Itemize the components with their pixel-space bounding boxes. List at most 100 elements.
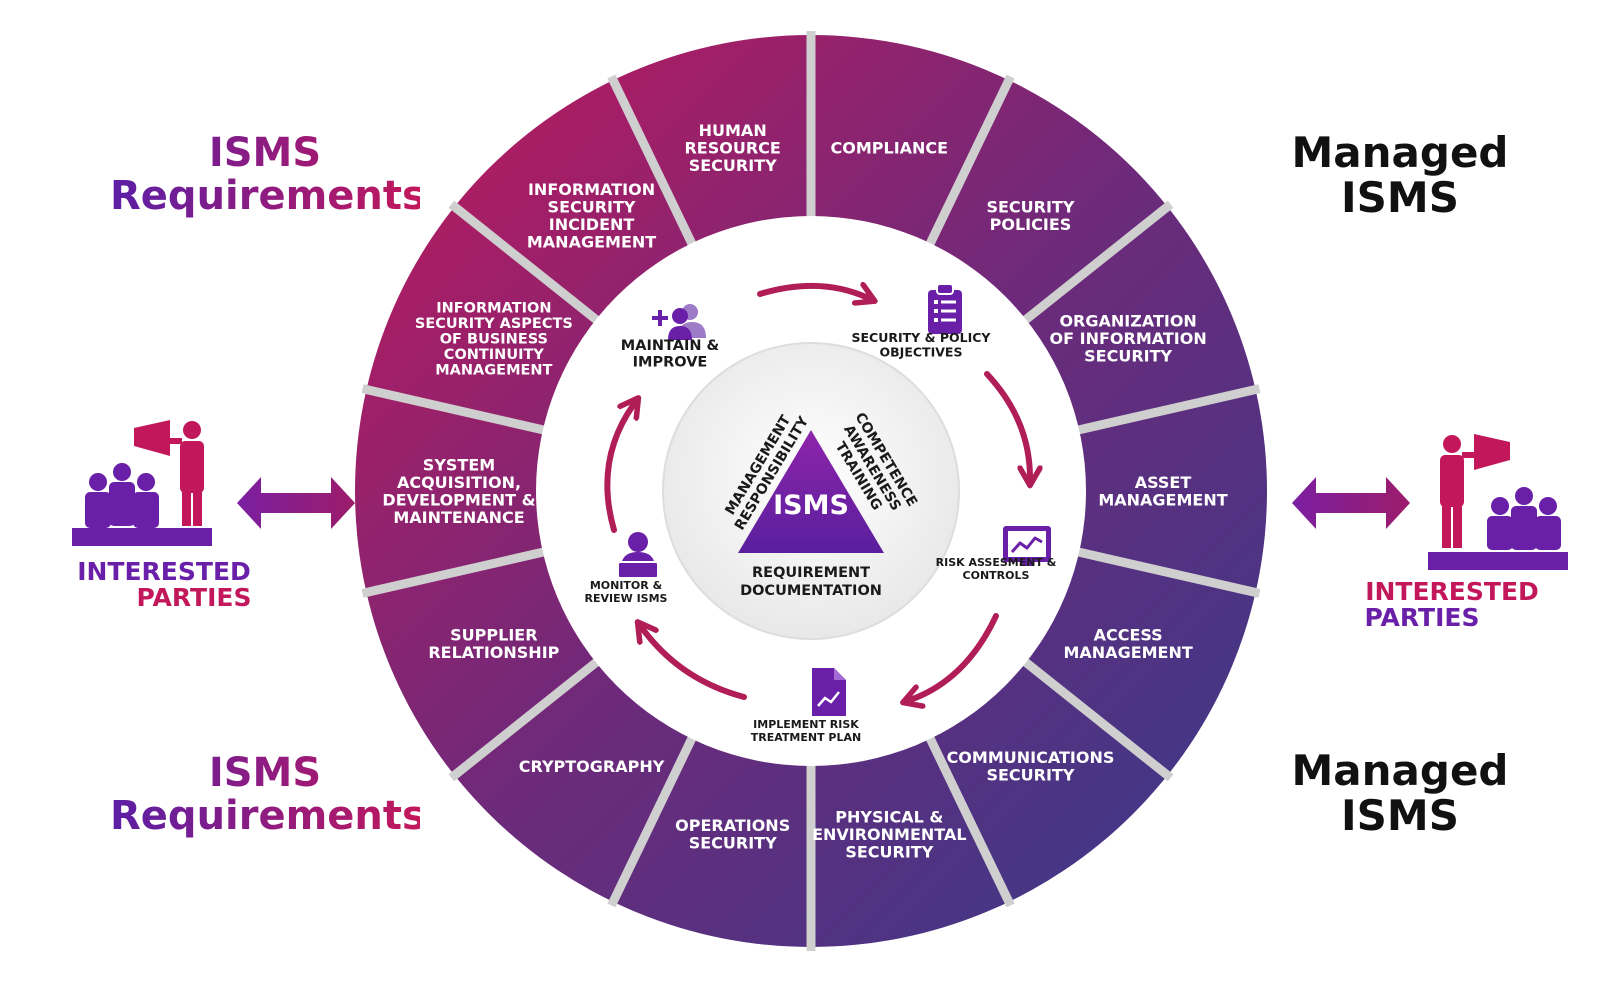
segment-label-line: SECURITY [689, 834, 777, 853]
segment-label-line: INFORMATION [528, 180, 655, 199]
cycle-step-label-line: IMPROVE [633, 355, 708, 371]
segment-label-line: SECURITY [548, 198, 636, 217]
segment-label-line: SYSTEM [423, 455, 495, 474]
segment-label-line: ASSET [1135, 473, 1192, 492]
cycle-step-label-line: SECURITY & POLICY [852, 330, 992, 345]
managed-isms-top-line-2: ISMS [1341, 173, 1459, 223]
segment-label-line: OF BUSINESS [440, 331, 548, 347]
segment-separator [1075, 547, 1261, 598]
segment-separator [1075, 384, 1261, 435]
segment-label-line: ORGANIZATION [1059, 311, 1196, 330]
isms-requirements-top-line-2: Requirements [110, 173, 426, 220]
segment-label-line: ENVIRONMENTAL [812, 825, 966, 844]
interested-parties-right-line-2: PARTIES [1365, 603, 1480, 632]
interested-parties-left-line-2: PARTIES [137, 583, 252, 612]
cycle-step-label-line: REVIEW ISMS [585, 592, 668, 605]
segment-label-line: MANAGEMENT [435, 362, 552, 378]
cycle-step-label-line: IMPLEMENT RISK [753, 718, 859, 731]
segment-label: COMPLIANCE [831, 138, 949, 157]
isms-requirements-bottom-line-2: Requirements [110, 793, 426, 840]
cycle-step-label-line: CONTROLS [963, 569, 1030, 582]
cycle-step-label-line: MONITOR & [590, 579, 663, 592]
segment-separator [448, 657, 602, 782]
interested-parties-right-icon [1428, 434, 1568, 570]
segment-label-line: SECURITY [1084, 346, 1172, 365]
isms-requirements-top: ISMS Requirements [110, 131, 426, 220]
segment-label-line: MANAGEMENT [527, 233, 656, 252]
segment-label-line: OPERATIONS [675, 816, 790, 835]
cycle-arrow-4 [642, 628, 747, 700]
segment-label-line: COMPLIANCE [831, 138, 949, 157]
segment-separator [1020, 200, 1174, 325]
segment-label-line: RELATIONSHIP [428, 643, 559, 662]
segment-label-line: POLICIES [990, 215, 1072, 234]
segment-label-line: OF INFORMATION [1050, 329, 1207, 348]
managed-isms-bottom-line-1: Managed [1291, 746, 1509, 795]
cycle-step-label-line: TREATMENT PLAN [751, 731, 861, 744]
cycle-step-label-line: MAINTAIN & [621, 338, 720, 354]
segment-separators [361, 31, 1261, 951]
segment-label: CRYPTOGRAPHY [519, 757, 665, 776]
managed-isms-top: Managed ISMS [1280, 130, 1520, 221]
isms-requirements-bottom: ISMS Requirements [110, 751, 426, 840]
segment-label-line: SECURITY [986, 766, 1074, 785]
interested-parties-left-icon [72, 420, 212, 546]
cycle-arrow-1 [757, 286, 868, 298]
chart-monitor-icon [1003, 526, 1051, 566]
managed-isms-bottom: Managed ISMS [1280, 748, 1520, 839]
clipboard-checklist-icon [928, 283, 962, 334]
left-double-arrow [237, 477, 355, 529]
segment-separator [448, 200, 602, 325]
interested-parties-right-line-1: INTERESTED [1365, 577, 1539, 606]
add-group-icon [652, 304, 706, 340]
isms-requirements-top-line-1: ISMS [110, 131, 420, 175]
cycle-step-label: MAINTAIN &IMPROVE [621, 338, 720, 371]
segment-label-line: SECURITY [689, 156, 777, 175]
segment-label-line: RESOURCE [684, 138, 780, 157]
cycle-arrow-2 [984, 371, 1030, 478]
cycle-arrow-3 [910, 613, 999, 700]
document-chart-icon [812, 668, 846, 716]
managed-isms-bottom-line-2: ISMS [1341, 791, 1459, 841]
segment-separator [924, 74, 1015, 248]
right-double-arrow [1292, 477, 1410, 529]
segment-separator [1020, 657, 1174, 782]
segment-separator [607, 734, 698, 908]
segment-label-line: ACQUISITION, [397, 473, 521, 492]
managed-isms-top-line-1: Managed [1291, 128, 1509, 177]
cycle-step-label-line: RISK ASSESMENT & [936, 556, 1057, 569]
segment-label-line: MANAGEMENT [1098, 490, 1227, 509]
segment-label-line: CRYPTOGRAPHY [519, 757, 665, 776]
core-bottom-line-1: REQUIREMENT [752, 565, 870, 581]
cycle-step-label: RISK ASSESMENT &CONTROLS [936, 556, 1057, 582]
segment-label-line: MAINTENANCE [393, 508, 524, 527]
segment-label-line: SECURITY ASPECTS [415, 316, 573, 332]
cycle-arrows [604, 286, 1030, 700]
isms-triangle [738, 430, 884, 553]
segment-label-line: DEVELOPMENT & [382, 490, 535, 509]
triangle-label: ISMS [773, 490, 849, 521]
person-at-computer-icon [617, 532, 659, 579]
segment-label-line: INFORMATION [436, 300, 551, 316]
segment-label-line: PHYSICAL & [835, 807, 943, 826]
isms-requirements-bottom-line-1: ISMS [110, 751, 420, 795]
segment-label-line: SECURITY [986, 198, 1074, 217]
segment-label-line: ACCESS [1094, 626, 1163, 645]
segment-separator [361, 384, 547, 435]
segment-label-line: HUMAN [699, 121, 767, 140]
segment-label-line: CONTINUITY [444, 347, 545, 363]
